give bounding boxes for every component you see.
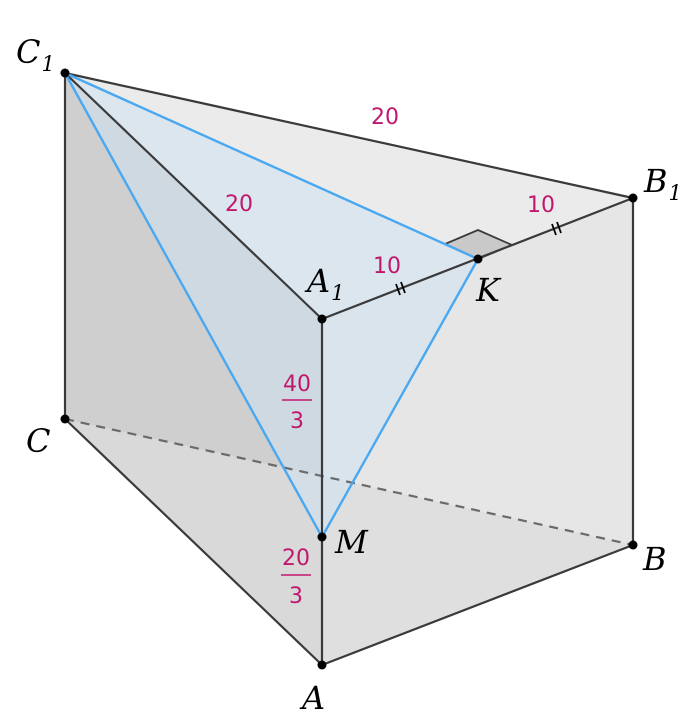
edge-cb-hidden [64,417,634,547]
measure-kb1: 10 [527,193,555,218]
label-c1: C1 [16,33,55,76]
measure-ma-fraction: 20 3 [281,546,311,609]
label-b: B [642,540,667,578]
point-b [628,540,638,550]
label-b1: B1 [643,162,682,205]
svg-text:20: 20 [282,546,310,571]
edge-c1b1 [63,71,635,200]
face-bottom [65,419,633,665]
label-c: C [26,422,50,460]
label-a1: A1 [304,262,344,305]
point-a1 [317,314,327,324]
point-b1 [628,193,638,203]
point-a [317,660,327,670]
svg-text:40: 40 [283,372,311,397]
svg-text:3: 3 [289,584,303,609]
tick-a1k [395,281,406,296]
label-m: M [334,523,369,561]
label-a: A [299,679,325,717]
point-c [60,414,70,424]
measure-c1a1: 20 [225,192,253,217]
edge-c1a1 [63,71,324,321]
edge-ca [63,417,324,667]
point-k [473,254,483,264]
point-c1 [60,68,70,78]
tick-kb1 [551,221,562,236]
point-m [317,532,327,542]
section-outline [63,71,480,539]
measure-a1k: 10 [373,254,401,279]
edge-ab [320,543,635,667]
measure-c1b1: 20 [371,105,399,130]
svg-text:3: 3 [290,409,304,434]
label-k: K [475,271,502,309]
measure-a1m-fraction: 40 3 [282,372,312,434]
section-triangle [65,73,478,537]
